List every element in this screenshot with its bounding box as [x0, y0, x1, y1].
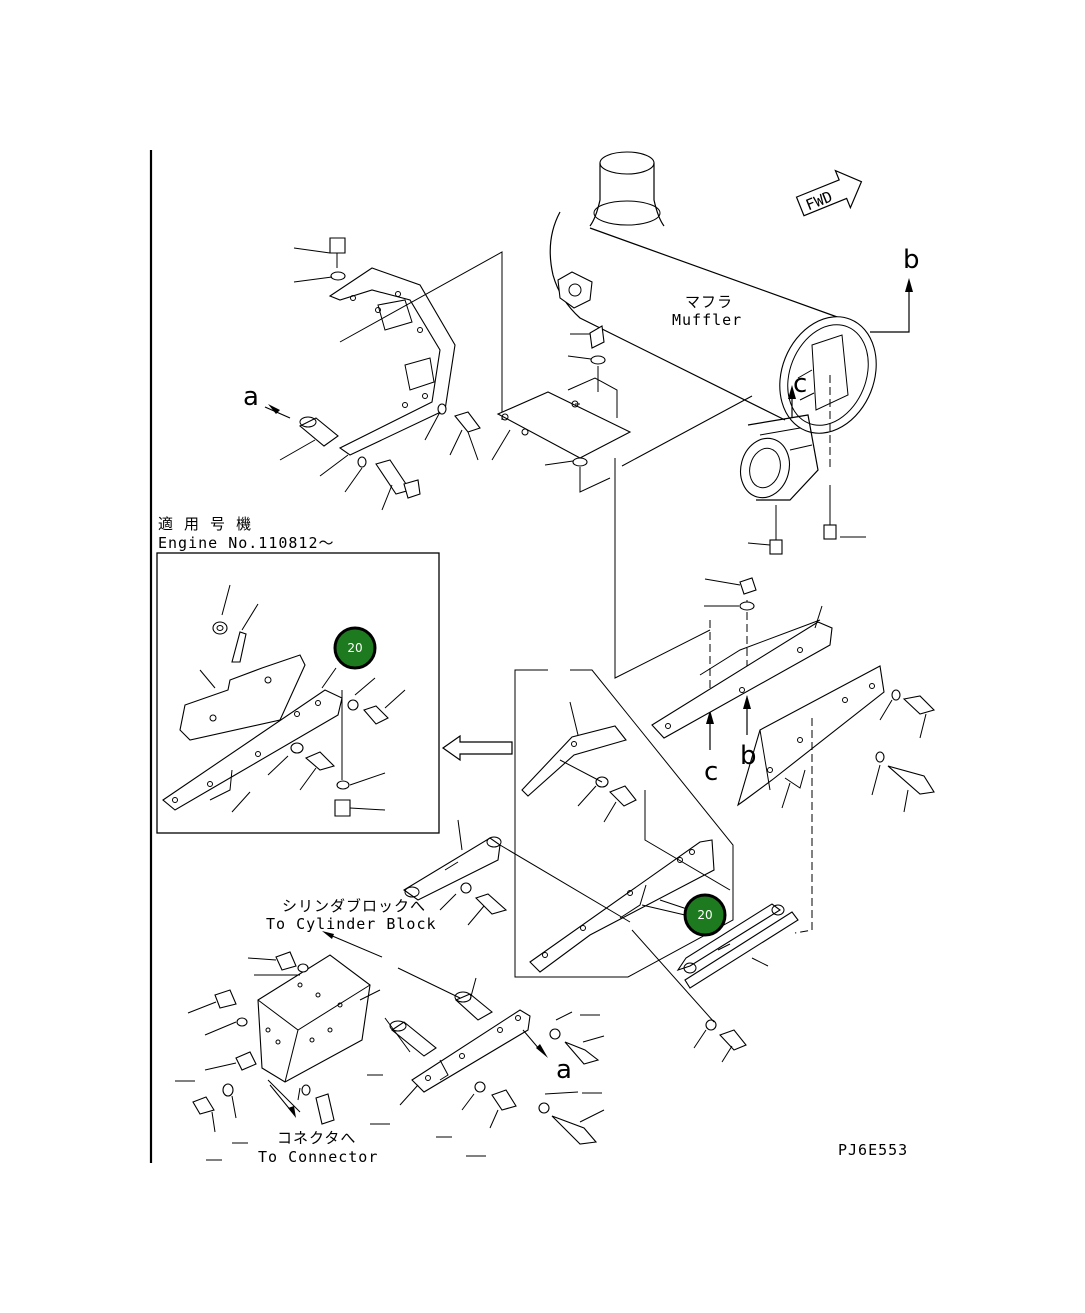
right-rail-assembly	[651, 577, 936, 934]
ref-b-mid: b	[740, 741, 757, 771]
upper-bracket-assembly	[264, 237, 503, 511]
fwd-arrow-icon: FWD	[795, 169, 863, 217]
fwd-label: FWD	[803, 188, 835, 215]
ref-a-top: a	[243, 382, 259, 412]
inset-arrow-icon	[441, 734, 513, 762]
cylinder-block-jp: シリンダブロックへ	[282, 897, 426, 915]
ref-b-top: b	[903, 245, 920, 275]
bottom-block-assembly	[187, 951, 381, 1133]
hotspot-20-inset[interactable]: 20	[333, 626, 377, 670]
small-bracket	[403, 819, 631, 926]
applicability-en: Engine No.110812～	[158, 534, 335, 552]
muffler-label-en: Muffler	[672, 311, 742, 329]
inset-box	[156, 552, 440, 834]
muffler-assembly	[549, 151, 913, 555]
ref-c-mid: c	[704, 757, 718, 787]
connector-en: To Connector	[258, 1148, 378, 1166]
hotspot-label: 20	[697, 908, 712, 922]
drawing-code: PJ6E553	[838, 1141, 908, 1159]
lower-rail-bar	[631, 903, 799, 1063]
center-bracket-group	[514, 669, 734, 978]
hotspot-20-main[interactable]: 20	[683, 893, 727, 937]
ref-a-bottom: a	[556, 1055, 572, 1085]
middle-bracket	[491, 325, 753, 493]
applicability-jp: 適 用 号 機	[158, 515, 252, 533]
bottom-center-rail	[384, 967, 605, 1145]
connector-jp: コネクタへ	[277, 1129, 356, 1147]
hotspot-label: 20	[347, 641, 362, 655]
ref-c-top: c	[793, 369, 807, 399]
cylinder-block-en: To Cylinder Block	[266, 915, 437, 933]
hotspot-circle	[333, 626, 377, 670]
muffler-label-jp: マフラ	[685, 293, 733, 311]
